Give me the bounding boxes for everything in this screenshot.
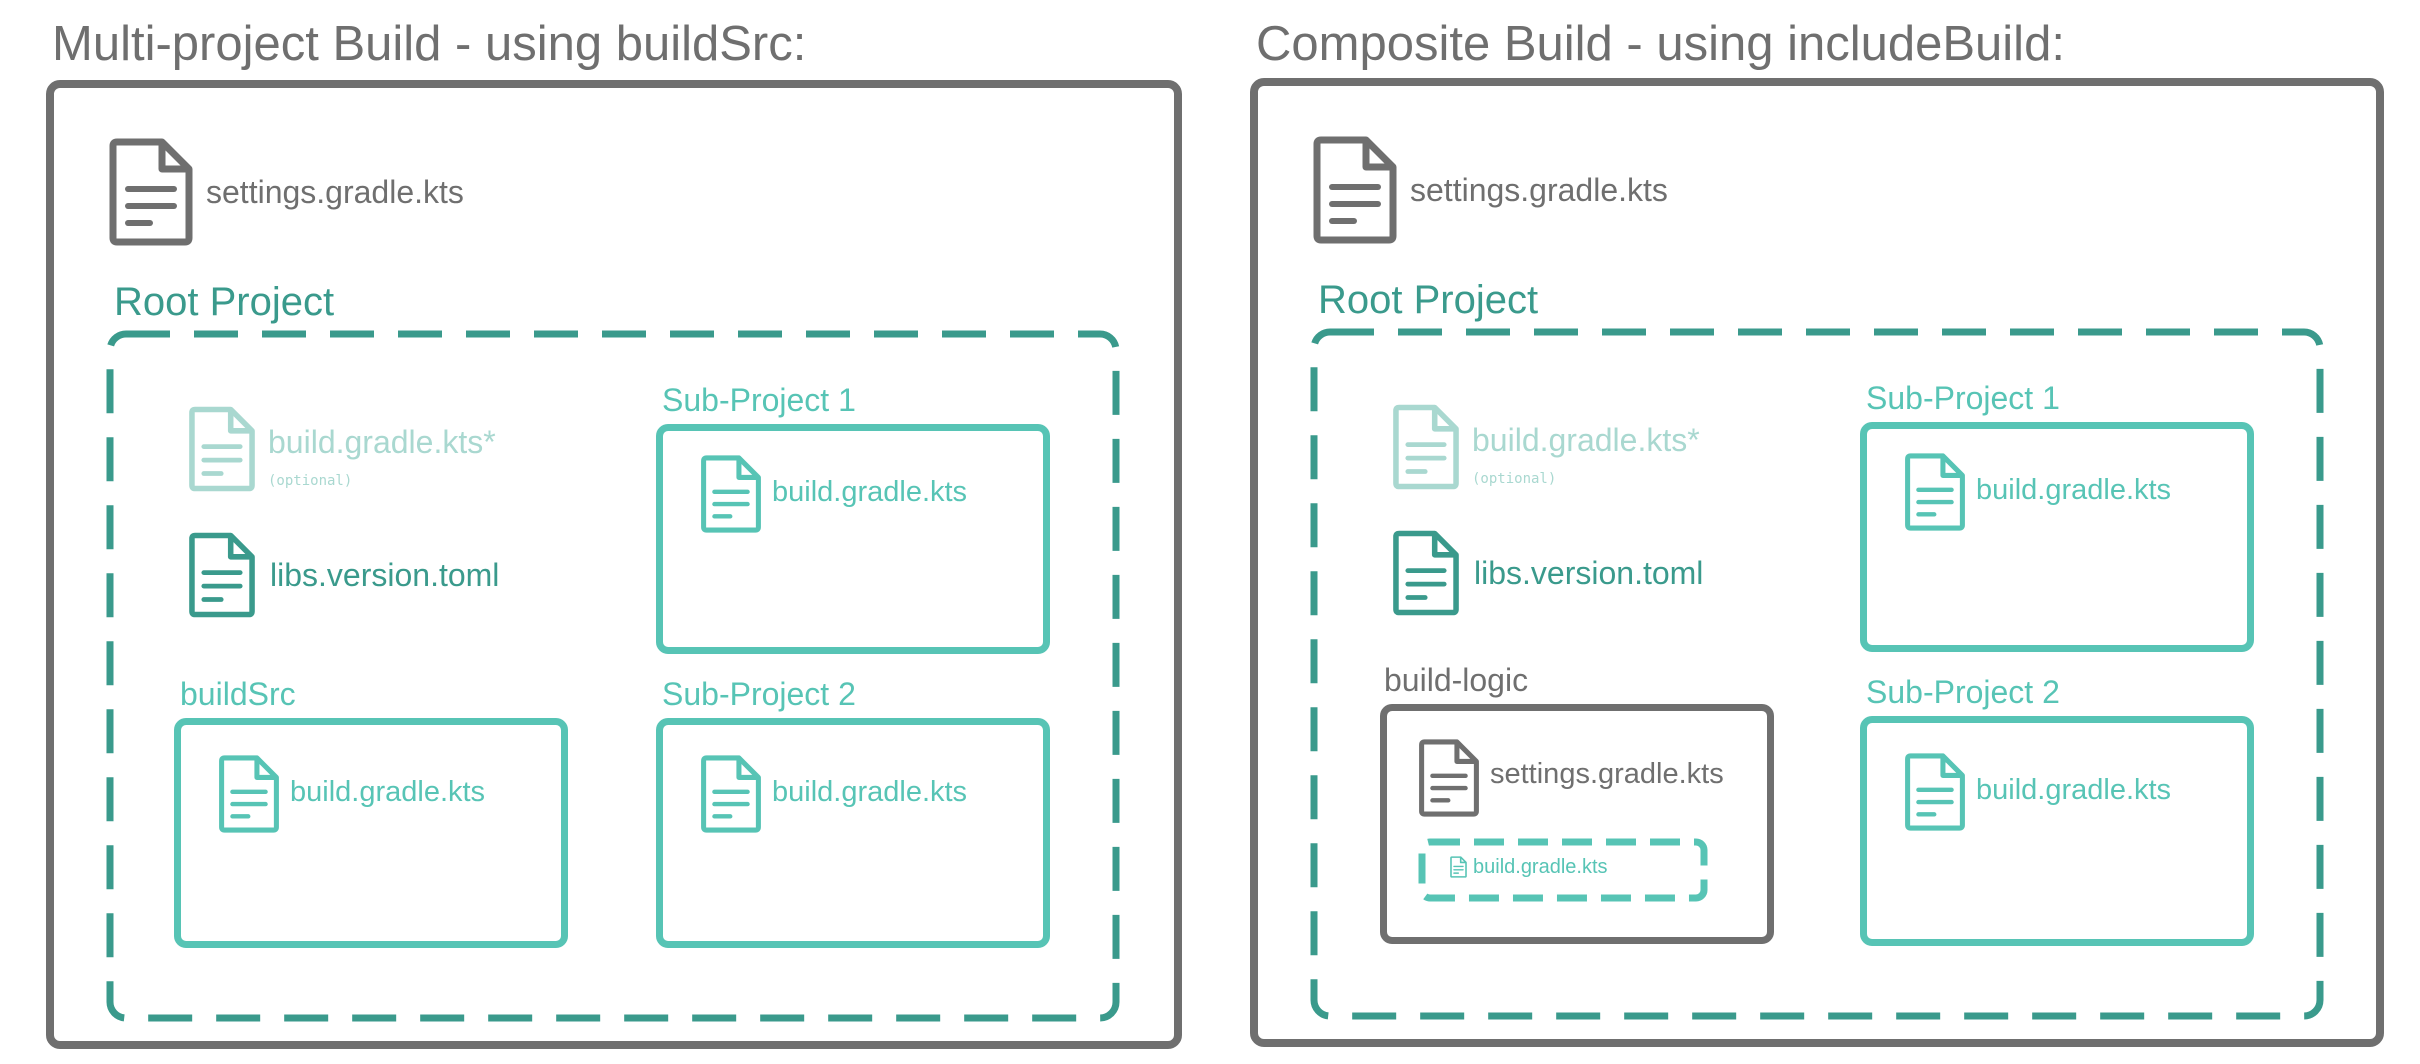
build-logic-label: build-logic xyxy=(1384,662,1529,698)
right-root-project-label: Root Project xyxy=(1318,278,1539,322)
right-outer-box xyxy=(1250,78,2384,1047)
file-icon xyxy=(1905,453,1965,531)
left-subproject-1-box xyxy=(656,424,1050,654)
right-subproject-1-box xyxy=(1860,422,2254,652)
build-logic-build-filename: build.gradle.kts xyxy=(1473,856,1608,878)
file-icon xyxy=(701,455,761,533)
build-logic-settings-filename: settings.gradle.kts xyxy=(1490,757,1724,790)
left-optional-note: (optional) xyxy=(268,473,353,489)
file-icon xyxy=(189,532,255,618)
build-logic-box xyxy=(1380,704,1774,944)
buildsrc-box xyxy=(174,718,568,948)
left-subproject-2-box xyxy=(656,718,1050,948)
file-icon xyxy=(1419,739,1479,817)
left-libs-file[interactable]: libs.version.toml xyxy=(188,530,499,620)
right-subproject-2-box xyxy=(1860,716,2254,946)
left-root-build-filename: build.gradle.kts* xyxy=(268,424,496,460)
left-panel-title: Multi-project Build - using buildSrc: xyxy=(52,17,807,71)
right-root-build-filename: build.gradle.kts* xyxy=(1472,422,1700,458)
right-settings-file[interactable]: settings.gradle.kts xyxy=(1312,135,1668,245)
left-libs-filename: libs.version.toml xyxy=(270,557,500,593)
right-settings-filename: settings.gradle.kts xyxy=(1410,172,1668,208)
right-subproject-1-filename: build.gradle.kts xyxy=(1976,473,2172,506)
file-icon xyxy=(1905,753,1965,831)
left-root-project-label: Root Project xyxy=(114,280,335,324)
file-icon xyxy=(219,755,279,833)
right-subproject-2-file[interactable]: build.gradle.kts xyxy=(1904,752,2171,832)
buildsrc-filename: build.gradle.kts xyxy=(290,775,486,808)
left-outer-box xyxy=(46,80,1182,1049)
buildsrc-label: buildSrc xyxy=(180,676,296,712)
file-icon xyxy=(1393,404,1459,490)
file-icon xyxy=(1313,136,1397,244)
left-subproject-2-file[interactable]: build.gradle.kts xyxy=(700,754,967,834)
right-subproject-2-label: Sub-Project 2 xyxy=(1866,674,2060,710)
file-icon xyxy=(1450,856,1467,878)
right-libs-filename: libs.version.toml xyxy=(1474,555,1704,591)
left-settings-filename: settings.gradle.kts xyxy=(206,174,464,210)
left-subproject-2-label: Sub-Project 2 xyxy=(662,676,856,712)
file-icon xyxy=(701,755,761,833)
left-root-build-file[interactable]: build.gradle.kts* xyxy=(188,404,496,494)
left-settings-file[interactable]: settings.gradle.kts xyxy=(108,137,464,247)
build-logic-settings-file[interactable]: settings.gradle.kts xyxy=(1418,738,1724,818)
left-subproject-1-label: Sub-Project 1 xyxy=(662,382,856,418)
buildsrc-file[interactable]: build.gradle.kts xyxy=(218,754,485,834)
file-icon xyxy=(189,406,255,492)
right-subproject-1-label: Sub-Project 1 xyxy=(1866,380,2060,416)
right-libs-file[interactable]: libs.version.toml xyxy=(1392,528,1703,618)
left-subproject-1-file[interactable]: build.gradle.kts xyxy=(700,454,967,534)
file-icon xyxy=(109,138,193,246)
left-subproject-2-filename: build.gradle.kts xyxy=(772,775,968,808)
left-root-project-box xyxy=(106,330,1120,1022)
right-optional-note: (optional) xyxy=(1472,471,1557,487)
right-panel-title: Composite Build - using includeBuild: xyxy=(1256,17,2065,71)
right-subproject-2-filename: build.gradle.kts xyxy=(1976,773,2172,806)
right-root-build-file[interactable]: build.gradle.kts* xyxy=(1392,402,1700,492)
build-logic-build-file[interactable]: build.gradle.kts xyxy=(1450,856,1608,878)
right-subproject-1-file[interactable]: build.gradle.kts xyxy=(1904,452,2171,532)
right-root-project-box xyxy=(1310,328,2324,1020)
build-logic-included-build-box xyxy=(1418,838,1708,902)
left-subproject-1-filename: build.gradle.kts xyxy=(772,475,968,508)
file-icon xyxy=(1393,530,1459,616)
